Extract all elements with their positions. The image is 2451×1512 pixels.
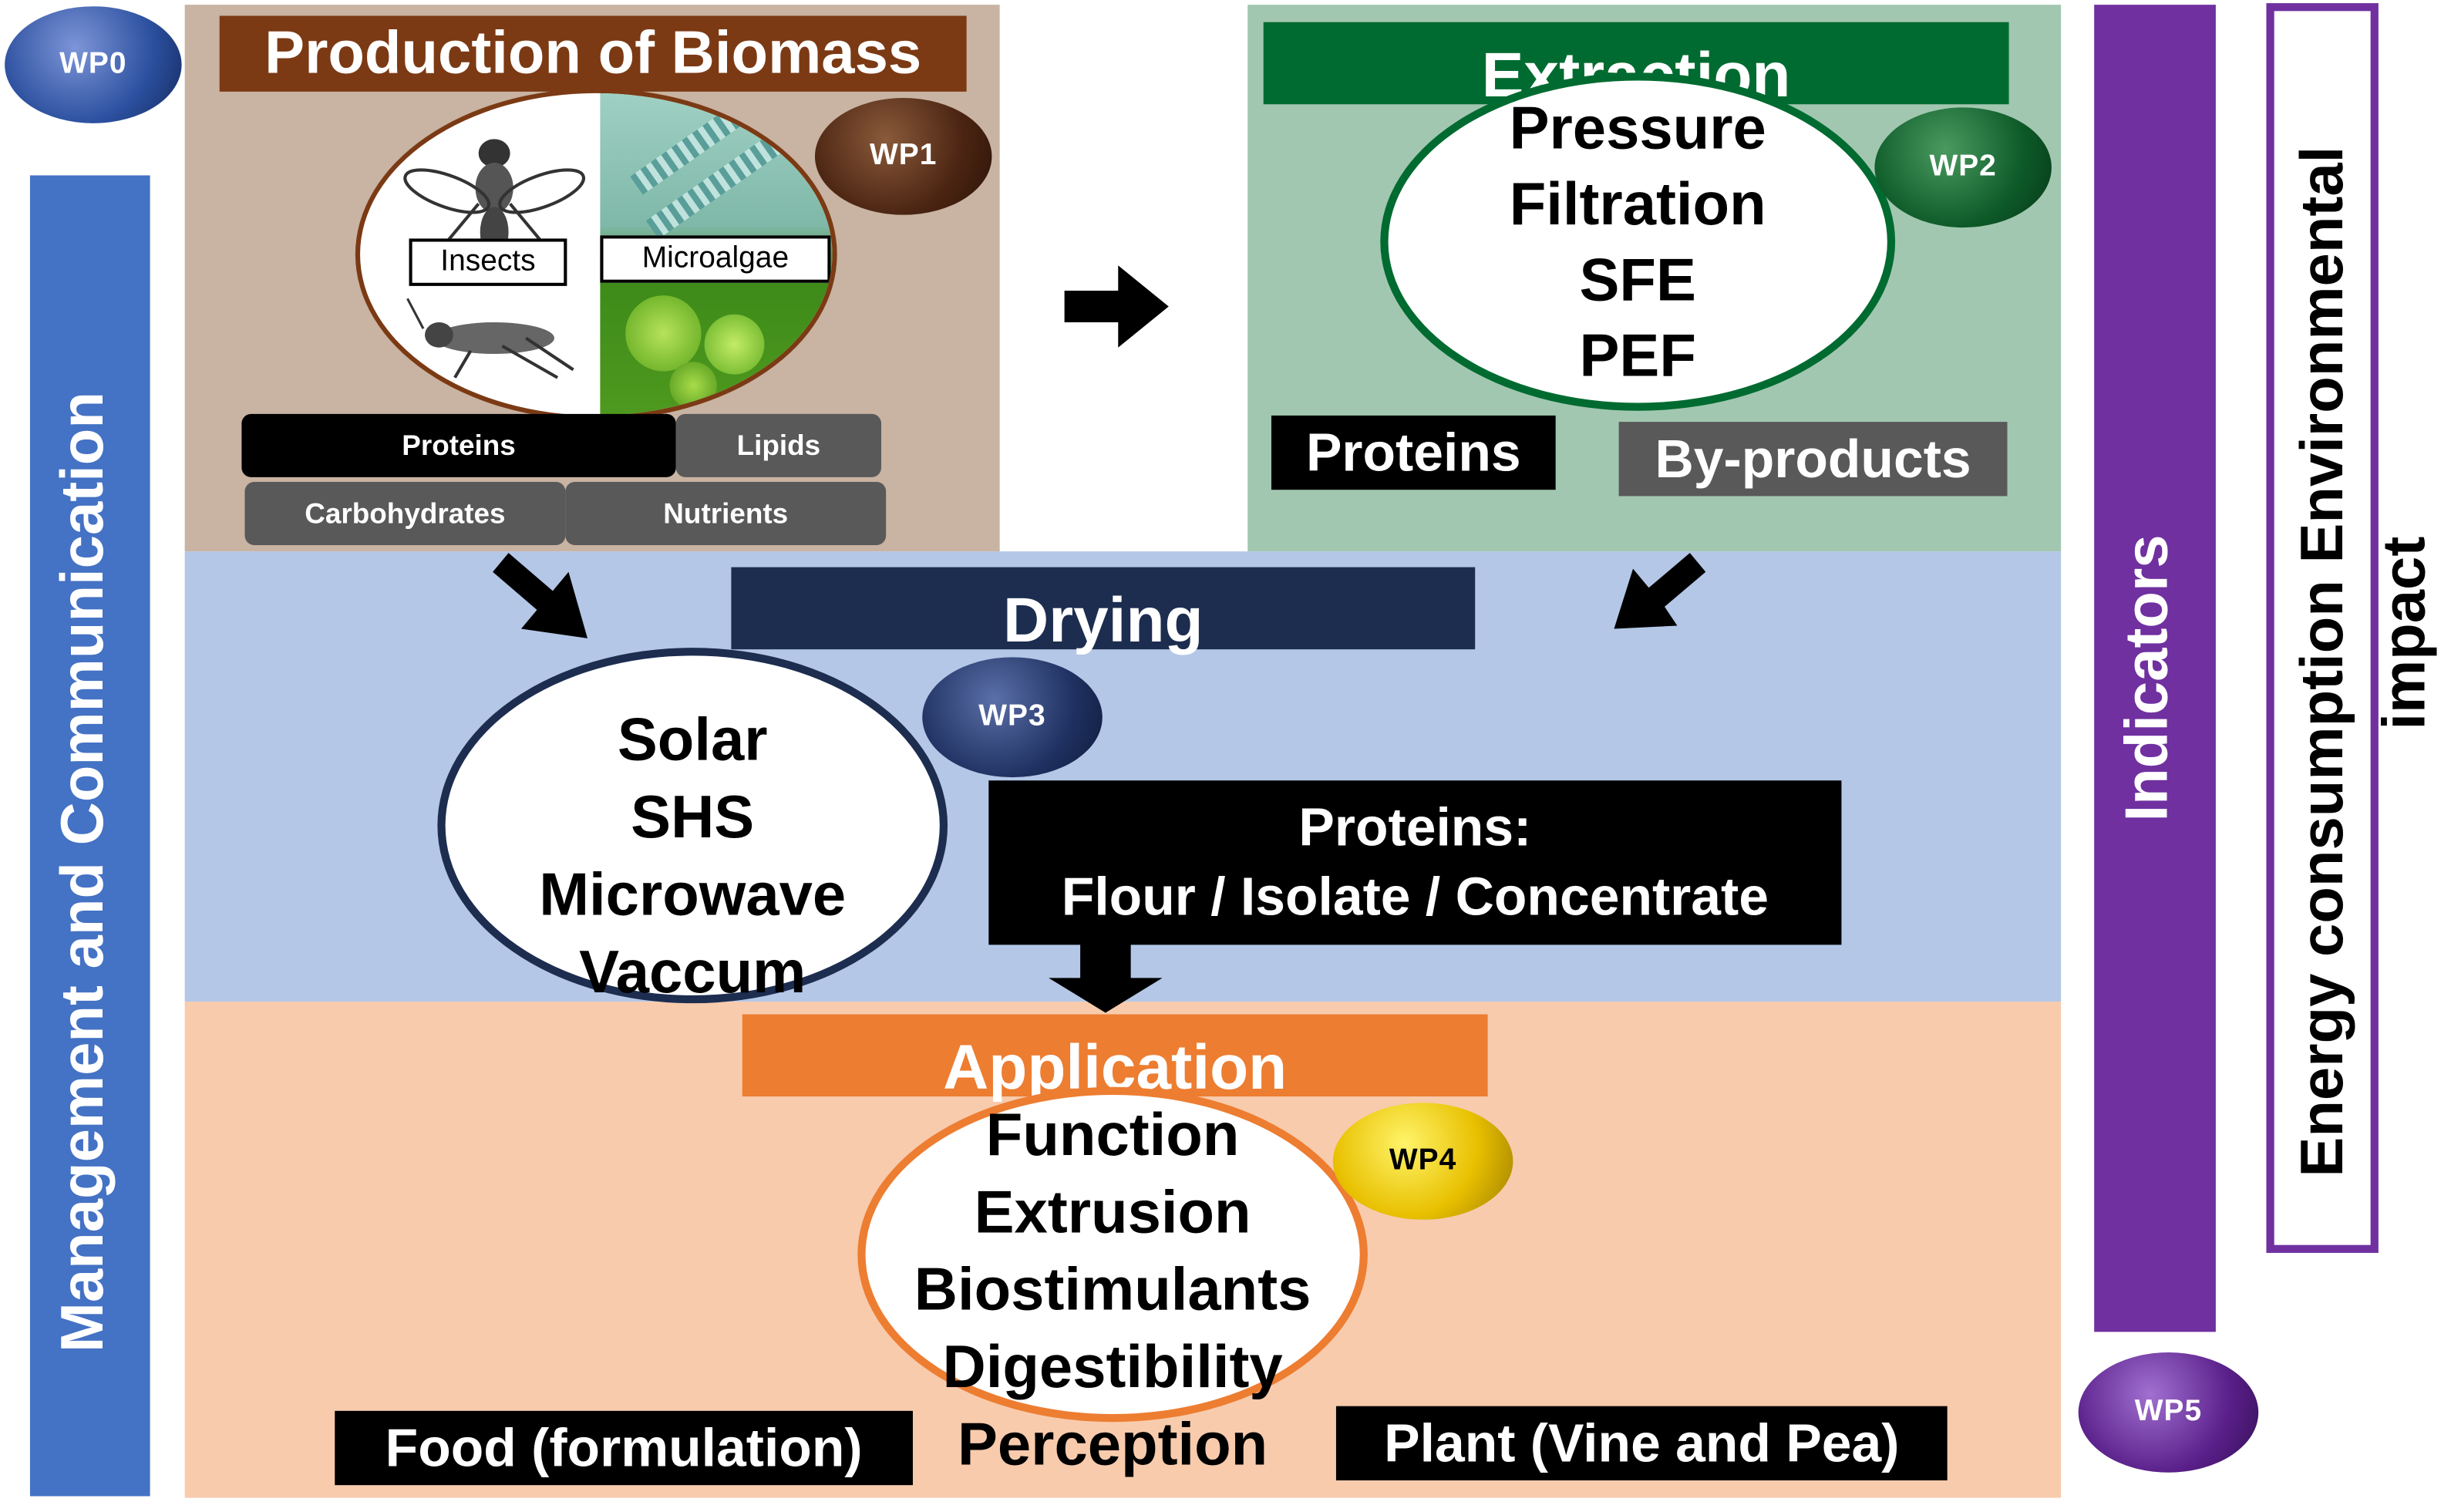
wp3-label: WP3: [978, 699, 1046, 733]
application-target-plant: Plant (Vine and Pea): [1335, 1406, 1948, 1481]
wp1-badge: WP1: [814, 98, 992, 215]
drying-output-detail: Flour / Isolate / Concentrate: [1061, 867, 1769, 928]
production-title: Production of Biomass: [264, 20, 922, 87]
metrics-box: [2266, 3, 2379, 1253]
wp5-label: WP5: [2134, 1395, 2203, 1429]
algae-cell: [704, 314, 765, 375]
drying-methods-ellipse: Solar SHS Microwave Vaccum: [437, 648, 948, 1004]
insects-label: Insects: [440, 244, 536, 278]
drying-output-box: Proteins: Flour / Isolate / Concentrate: [988, 780, 1842, 945]
algae-cell: [669, 362, 717, 409]
application-target-plant-label: Plant (Vine and Pea): [1384, 1413, 1900, 1473]
application-target-food-label: Food (formulation): [385, 1418, 863, 1478]
microalgae-label: Microalgae: [641, 241, 790, 275]
microalgae-label-box: Microalgae: [600, 235, 831, 283]
extraction-method: Filtration: [1509, 172, 1766, 239]
drying-title-bar: Drying: [731, 567, 1476, 655]
wp2-label: WP2: [1929, 150, 1997, 184]
component-nutrients: Nutrients: [565, 481, 887, 545]
component-nutrients-label: Nutrients: [663, 497, 789, 529]
wp0-label: WP0: [59, 47, 127, 81]
application-item: Perception: [957, 1412, 1268, 1479]
component-carbohydrates: Carbohydrates: [244, 481, 566, 545]
wp1-label: WP1: [869, 139, 938, 173]
application-item: Biostimulants: [914, 1258, 1311, 1325]
indicators-bar: [2094, 5, 2216, 1332]
component-proteins-label: Proteins: [402, 429, 516, 461]
insects-label-box: Insects: [409, 238, 567, 286]
extraction-output-proteins: Proteins: [1271, 415, 1556, 490]
indicators-label: Indicators: [2114, 534, 2181, 822]
wp0-badge: WP0: [5, 6, 182, 123]
production-title-bar: Production of Biomass: [219, 15, 967, 92]
application-title-bar: Application: [742, 1014, 1488, 1103]
extraction-output-byproducts-label: By-products: [1655, 429, 1971, 490]
component-proteins: Proteins: [241, 413, 676, 477]
application-items-ellipse: [857, 1086, 1368, 1423]
extraction-methods-ellipse: Pressure Filtration SFE PEF: [1380, 72, 1896, 411]
extraction-method: SFE: [1579, 248, 1696, 315]
wp5-badge: WP5: [2078, 1352, 2259, 1473]
extraction-method: Pressure: [1509, 96, 1766, 163]
component-lipids: Lipids: [675, 413, 882, 477]
algae-cell: [625, 295, 702, 372]
wp2-badge: WP2: [1874, 107, 2052, 228]
wp3-badge: WP3: [922, 657, 1103, 778]
application-items-list: Function Extrusion Biostimulants Digesti…: [857, 1106, 1368, 1493]
arrow-right-icon: [1064, 265, 1169, 348]
cricket-icon: [406, 298, 574, 379]
arrow-down-left-icon: [1614, 553, 1706, 629]
application-item: Extrusion: [974, 1180, 1251, 1247]
management-bar: [29, 175, 150, 1497]
drying-methods-list: Solar SHS Microwave Vaccum: [446, 711, 940, 1021]
arrow-down-right-icon: [493, 553, 588, 638]
drying-method: Vaccum: [579, 940, 806, 1007]
metrics-line1: Energy consumption Environmental: [2290, 146, 2357, 1177]
component-lipids-label: Lipids: [736, 429, 821, 461]
component-carbohydrates-label: Carbohydrates: [305, 497, 506, 529]
application-item: Digestibility: [942, 1335, 1283, 1402]
application-target-food: Food (formulation): [335, 1410, 913, 1486]
extraction-output-byproducts: By-products: [1618, 422, 2008, 497]
application-item: Function: [985, 1103, 1240, 1170]
drying-method: Microwave: [539, 862, 847, 929]
wp4-badge: WP4: [1332, 1103, 1513, 1220]
drying-output-title: Proteins:: [1298, 797, 1532, 858]
drying-method: SHS: [631, 785, 755, 852]
management-label: Management and Communication: [50, 392, 117, 1353]
drying-title: Drying: [1003, 586, 1204, 656]
wp4-label: WP4: [1389, 1143, 1457, 1177]
extraction-methods-list: Pressure Filtration SFE PEF: [1389, 99, 1887, 402]
extraction-output-proteins-label: Proteins: [1305, 423, 1521, 483]
extraction-method: PEF: [1579, 324, 1696, 391]
drying-method: Solar: [617, 707, 768, 775]
circle-divider: [594, 93, 601, 416]
arrow-down-icon: [1049, 943, 1163, 1013]
biomass-circle: Insects Microalgae: [355, 88, 837, 421]
metrics-line2: impact: [2372, 536, 2439, 730]
